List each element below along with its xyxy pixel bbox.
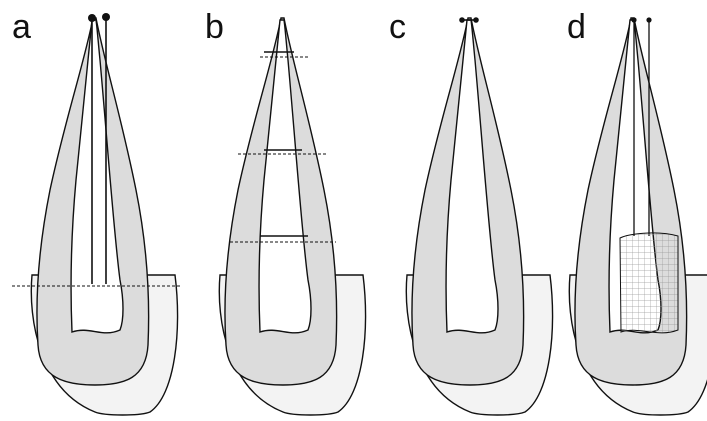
- apex-dot-right-a: [102, 13, 110, 21]
- apex-dot-left-d: [631, 17, 636, 22]
- apex-dot-left-c: [459, 17, 465, 23]
- apex-dot-right-d: [646, 17, 651, 22]
- panel-label-c: c: [389, 8, 406, 46]
- panel-label-d: d: [567, 8, 586, 46]
- apex-dot-right-c: [473, 17, 479, 23]
- grid-filled-region-d: [620, 233, 678, 333]
- apex-dot-left-a: [88, 14, 96, 22]
- panel-d: [569, 17, 707, 415]
- panel-label-a: a: [12, 8, 31, 46]
- panel-a: [12, 13, 180, 415]
- panel-b: [219, 18, 365, 415]
- panel-c: [406, 17, 552, 415]
- panel-label-b: b: [205, 8, 224, 46]
